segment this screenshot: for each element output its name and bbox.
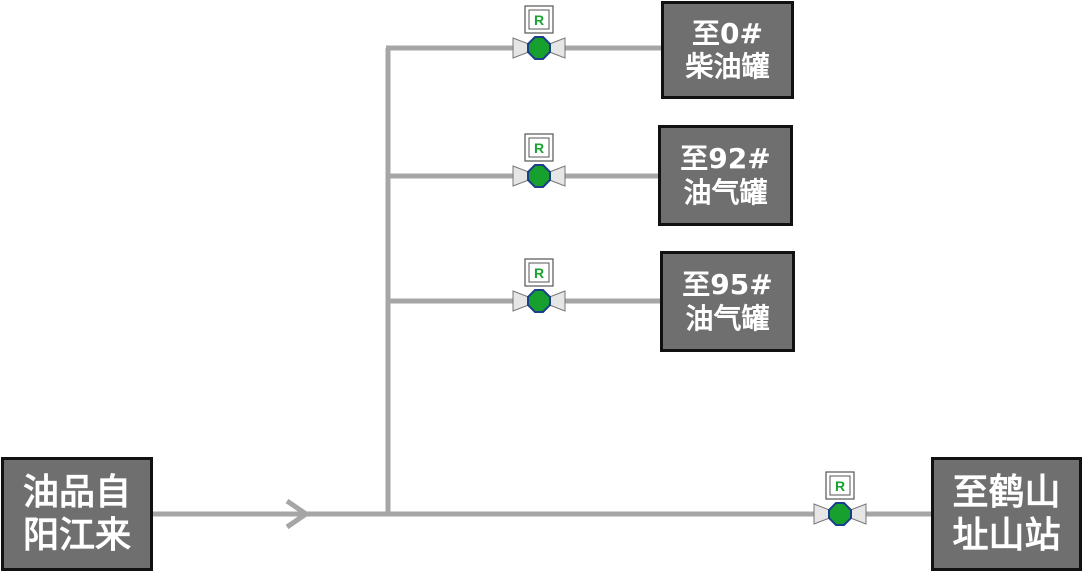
- valve-body-icon-right: [537, 37, 566, 59]
- valve-mode-inner: [528, 9, 550, 30]
- destination-line2: 油气罐: [683, 175, 768, 209]
- valve-body-icon: [512, 37, 541, 59]
- pipes: [152, 45, 934, 530]
- source-line1: 油品自: [22, 471, 131, 513]
- valve-mode-label: R: [534, 265, 544, 281]
- valve-status-icon: [527, 289, 551, 313]
- valve-mode-label: R: [835, 478, 845, 494]
- valve-mode-inner: [528, 137, 550, 158]
- valve-body-icon-right: [537, 290, 566, 312]
- valve-tank92[interactable]: R: [512, 133, 566, 188]
- valve-station[interactable]: R: [813, 471, 867, 526]
- destination-line2: 油气罐: [685, 301, 770, 335]
- flow-arrow-icon: [285, 498, 311, 530]
- destination-line1: 至92#: [680, 142, 771, 176]
- destination-line1: 至0#: [692, 16, 763, 50]
- destination-box-tank92: 至92# 油气罐: [658, 125, 793, 226]
- destination-box-station: 至鹤山 址山站: [931, 457, 1082, 571]
- valve-mode-inner: [829, 475, 851, 496]
- valve-status-icon: [828, 502, 852, 526]
- valve-body-icon: [512, 290, 541, 312]
- valve-body-icon-right: [838, 503, 867, 525]
- source-line2: 阳江来: [22, 515, 131, 556]
- valve-body-icon: [512, 165, 541, 187]
- valve-body-icon-right: [537, 165, 566, 187]
- source-box: 油品自 阳江来: [1, 457, 153, 571]
- valve-tank0[interactable]: R: [512, 5, 566, 60]
- destination-line1: 至鹤山: [952, 471, 1061, 513]
- destination-line2: 址山站: [952, 515, 1061, 556]
- valve-mode-inner: [528, 262, 550, 283]
- valve-tank95[interactable]: R: [512, 258, 566, 313]
- valve-mode-label: R: [534, 12, 544, 28]
- destination-line1: 至95#: [682, 268, 773, 302]
- valve-status-icon: [527, 164, 551, 188]
- valve-mode-label: R: [534, 140, 544, 156]
- destination-line2: 柴油罐: [685, 50, 770, 83]
- valve-body-icon: [813, 503, 842, 525]
- valve-status-icon: [527, 36, 551, 60]
- destination-box-tank95: 至95# 油气罐: [660, 251, 795, 352]
- destination-box-tank0: 至0# 柴油罐: [661, 1, 794, 99]
